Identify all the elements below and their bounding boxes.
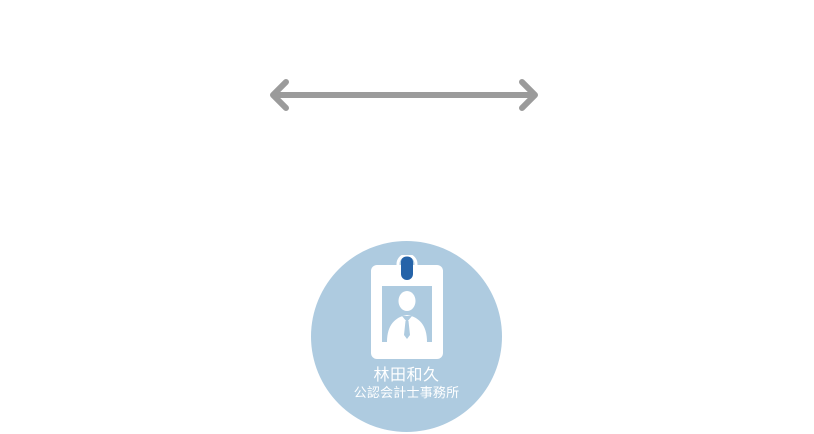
double-arrow-shape <box>270 79 538 111</box>
person-name: 林田和久 <box>373 365 440 384</box>
double-arrow-icon <box>270 79 538 111</box>
arrow-head-right <box>519 79 538 111</box>
office-name: 公認会計士事務所 <box>353 386 460 401</box>
badge-clip <box>401 256 413 280</box>
arrow-head-left <box>270 79 289 111</box>
id-badge-icon <box>371 255 443 359</box>
shirt-tie-icon <box>402 316 412 339</box>
badge-clip-ring <box>396 255 418 285</box>
